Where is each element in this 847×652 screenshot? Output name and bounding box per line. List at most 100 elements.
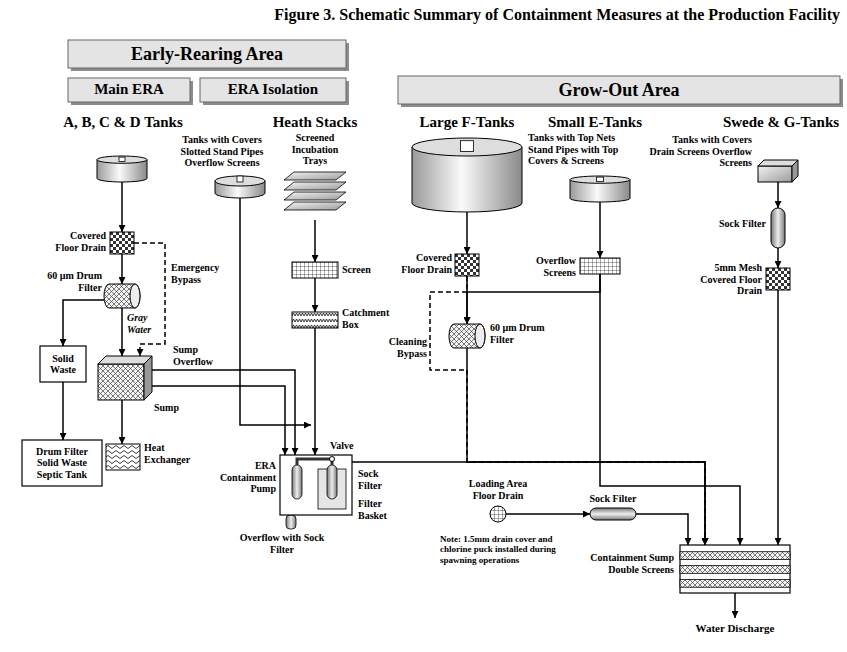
- overflow-sock: [286, 515, 296, 529]
- node-label: Solid Waste: [44, 353, 82, 376]
- pipe-connector: [600, 274, 740, 545]
- floor-drain-outline: [455, 254, 479, 276]
- pipe-connector: [121, 308, 123, 356]
- node-label: Covered Floor Drain: [48, 230, 106, 253]
- catchment-box-outline: [292, 312, 338, 328]
- floor-drain-outline: [110, 232, 134, 254]
- tank-symbol-outline: [97, 156, 147, 182]
- pipe-connector: [314, 278, 316, 312]
- sump-symbol: Sump: [98, 356, 152, 400]
- annotation: Note: 1.5mm drain cover and chlorine puc…: [440, 534, 576, 565]
- floor-drain-outline: [490, 506, 506, 522]
- edge-label: Cleaning Bypass: [372, 336, 428, 359]
- node-label: Loading Area Floor Drain: [458, 478, 538, 501]
- heat-exchanger-outline: [106, 444, 140, 470]
- catchment-box: Catchment Box: [292, 312, 338, 328]
- pipe-connector: [467, 348, 705, 545]
- floor-drain: Covered Floor Drain: [455, 254, 479, 276]
- tank-symbol: Swede & G-TanksTanks with Covers Drain S…: [758, 160, 798, 182]
- node-label: Drum Filter Solid Waste Septic Tank: [26, 446, 98, 481]
- screen-symbol: Screen: [292, 262, 338, 278]
- tank-symbol-outline: [570, 176, 630, 202]
- tank-symbol: Small E-Tanks: [570, 176, 630, 202]
- drum-filter-outline: [104, 284, 140, 308]
- incubation-stack-outline: [284, 172, 346, 220]
- screen-symbol-outline: [292, 262, 338, 278]
- drum-filter-outline: [449, 324, 485, 348]
- tank-symbol-outline: [412, 138, 522, 212]
- pipe-connector: [636, 514, 688, 545]
- node-label: 5mm Mesh Covered Floor Drain: [690, 262, 762, 297]
- tank-symbol: Large F-TanksTanks with Top Nets Stand P…: [412, 138, 522, 212]
- pipe-connector: [506, 513, 590, 515]
- tank-symbol-outline: [758, 160, 798, 182]
- sock-filter: Sock Filter: [590, 508, 636, 520]
- node-label: Swede & G-Tanks: [720, 114, 842, 131]
- sump-symbol-outline: [98, 356, 152, 400]
- containment-pump-outline: [280, 455, 352, 515]
- tank-symbol: A, B, C & D TanksTanks with Covers Slott…: [97, 156, 147, 182]
- pipe-connector: [466, 212, 468, 254]
- drum-filter: 60 µm Drum Filter: [449, 324, 485, 348]
- node-label: Large F-Tanks: [405, 114, 529, 131]
- node-label: Heath Stacks: [262, 114, 368, 131]
- pipe-connector: [121, 254, 123, 284]
- sock-filter: Sock Filter: [771, 208, 785, 248]
- pipe-connector: [63, 300, 104, 346]
- containment-sump: Containment Sump Double Screens: [680, 545, 790, 593]
- figure-title: Figure 3. Schematic Summary of Containme…: [228, 6, 840, 24]
- node-label: Containment Sump Double Screens: [588, 552, 674, 575]
- node-label: Early-Rearing Area: [72, 44, 342, 65]
- screen-symbol-outline: [580, 258, 620, 274]
- annotation: Sock Filter: [358, 468, 398, 491]
- node-label: ERA Containment Pump: [210, 460, 276, 495]
- pipe-connector: [121, 400, 123, 444]
- discharge-pipe: [734, 593, 736, 618]
- pipe-connector: [314, 220, 316, 262]
- node-label: Sock Filter: [586, 493, 640, 505]
- floor-drain: 5mm Mesh Covered Floor Drain: [766, 268, 790, 290]
- annotation: Valve: [330, 440, 370, 452]
- node-label: Screen: [342, 264, 392, 276]
- screen-symbol: Overflow Screens: [580, 258, 620, 274]
- drum-filter: 60 µm Drum Filter: [104, 284, 140, 308]
- node-label: Overflow Screens: [516, 255, 576, 278]
- bypass-pipe: [430, 276, 705, 545]
- node-label: Catchment Box: [342, 307, 402, 330]
- edge-label: Emergency Bypass: [170, 262, 230, 285]
- pipe-connector: [777, 182, 779, 208]
- node-label: Small E-Tanks: [540, 114, 650, 131]
- process-box: Solid Waste: [40, 346, 86, 382]
- node-note: Tanks with Covers Drain Screens Overflow…: [648, 134, 752, 169]
- node-note: Tanks with Covers Slotted Stand Pipes Ov…: [168, 134, 276, 169]
- containment-pump: ERA Containment Pump: [280, 455, 352, 515]
- annotation: Gray Water: [127, 312, 163, 335]
- node-label: Grow-Out Area: [402, 80, 836, 101]
- process-box: Drum Filter Solid Waste Septic Tank: [22, 440, 102, 486]
- node-label: Covered Floor Drain: [394, 252, 452, 275]
- pipe-connector: [777, 248, 779, 268]
- pipe-connector: [152, 386, 285, 455]
- annotation: Overflow with Sock Filter: [232, 532, 332, 555]
- pipe-connector: [467, 274, 600, 324]
- incubation-stack: Heath StacksScreened Incubation Trays: [284, 172, 346, 220]
- area-band: Grow-Out Area: [398, 76, 840, 104]
- pipe-connector: [152, 370, 295, 455]
- node-label: A, B, C & D Tanks: [62, 114, 184, 131]
- floor-drain: Loading Area Floor Drain: [490, 506, 506, 522]
- node-note: Screened Incubation Trays: [280, 132, 350, 167]
- pipe-connector: [352, 462, 705, 545]
- heat-exchanger: Heat Exchanger: [106, 444, 140, 470]
- pipe-connector: [62, 382, 64, 440]
- containment-sump-outline: [680, 545, 790, 593]
- pipe-connector: [121, 182, 123, 232]
- node-label: ERA Isolation: [204, 81, 342, 98]
- area-band: Main ERA: [68, 78, 190, 102]
- node-label: Sock Filter: [712, 218, 766, 230]
- pipe-connector: [599, 202, 601, 258]
- node-label: Main ERA: [72, 81, 186, 98]
- sock-filter-outline: [590, 508, 636, 520]
- node-label: Heat Exchanger: [144, 442, 202, 465]
- node-note: Tanks with Top Nets Stand Pipes with Top…: [528, 132, 640, 167]
